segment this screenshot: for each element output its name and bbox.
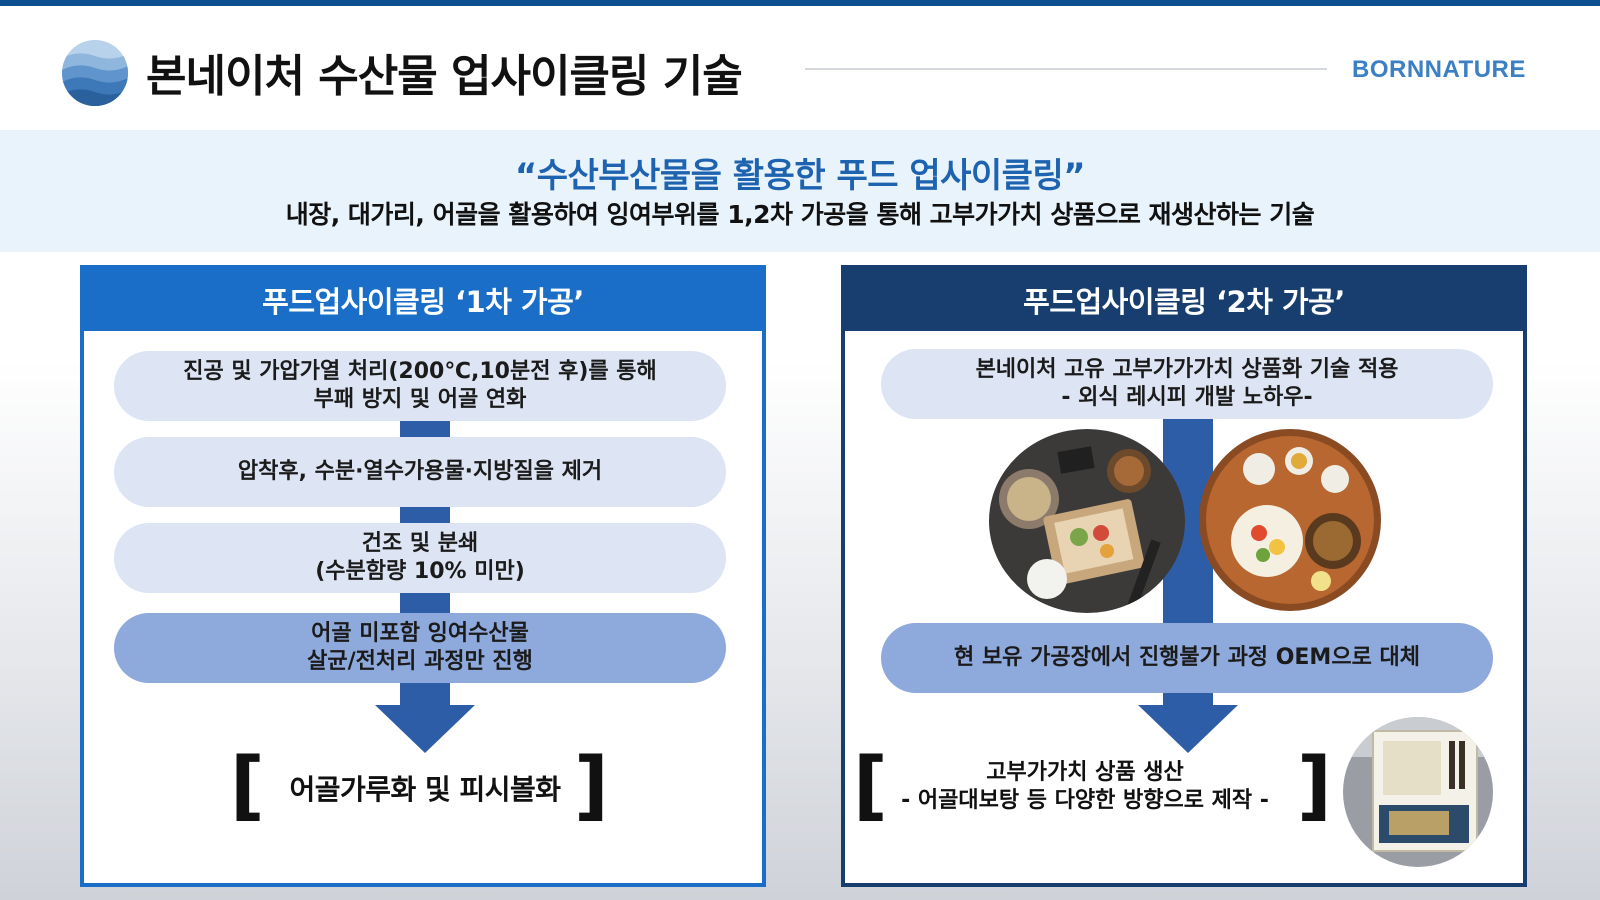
brand-name: BORNNATURE	[1352, 56, 1526, 83]
step-line: 본네이처 고유 고부가가가치 상품화 기술 적용	[975, 357, 1399, 382]
step-line: 살균/전처리 과정만 진행	[307, 649, 533, 674]
bracket-close: ]	[1297, 740, 1332, 829]
banner-subtitle: 내장, 대가리, 어골을 활용하여 잉여부위를 1,2차 가공을 통해 고부가가…	[285, 200, 1315, 229]
product-box-photo	[1343, 717, 1493, 867]
panel-title-first: 푸드업사이클링 ‘1차 가공’	[84, 269, 762, 331]
down-arrow-icon	[375, 705, 475, 753]
first-processing-panel: 푸드업사이클링 ‘1차 가공’ 진공 및 가압가열 처리(200℃,10분전 후…	[80, 265, 766, 887]
process-step-3: 건조 및 분쇄 (수분함량 10% 미만)	[114, 523, 726, 593]
summary-banner	[0, 130, 1600, 252]
step-line: 압착후, 수분·열수가용물·지방질을 제거	[237, 459, 603, 484]
step-line: - 외식 레시피 개발 노하우-	[1061, 385, 1313, 410]
top-accent-line	[0, 0, 1600, 6]
second-processing-result: 고부가가치 상품 생산 - 어골대보탕 등 다양한 방향으로 제작 -	[885, 759, 1285, 815]
step-line: 현 보유 가공장에서 진행불가 과정 OEM으로 대체	[954, 645, 1420, 670]
panel-title-second: 푸드업사이클링 ‘2차 가공’	[845, 269, 1523, 331]
process-step-top: 본네이처 고유 고부가가가치 상품화 기술 적용 - 외식 레시피 개발 노하우…	[881, 349, 1493, 419]
page-title: 본네이처 수산물 업사이클링 기술	[146, 51, 743, 102]
step-line: 건조 및 분쇄	[361, 531, 479, 556]
wave-logo-icon	[62, 40, 128, 106]
process-step-4: 어골 미포함 잉여수산물 살균/전처리 과정만 진행	[114, 613, 726, 683]
bracket-open: [	[853, 740, 888, 829]
process-step-1: 진공 및 가압가열 처리(200℃,10분전 후)를 통해 부패 방지 및 어골…	[114, 351, 726, 421]
process-step-bottom: 현 보유 가공장에서 진행불가 과정 OEM으로 대체	[881, 623, 1493, 693]
first-processing-result: 어골가루화 및 피시볼화	[289, 773, 561, 806]
process-step-2: 압착후, 수분·열수가용물·지방질을 제거	[114, 437, 726, 507]
bracket-open: [	[230, 740, 265, 829]
down-arrow-icon	[1138, 705, 1238, 753]
food-tray-photo	[1199, 429, 1381, 611]
bracket-close: ]	[574, 740, 609, 829]
step-line: 부패 방지 및 어골 연화	[313, 387, 527, 412]
step-line: (수분함량 10% 미만)	[315, 559, 525, 584]
result-line: - 어골대보탕 등 다양한 방향으로 제작 -	[901, 788, 1269, 813]
header-divider	[805, 68, 1327, 70]
second-processing-panel: 푸드업사이클링 ‘2차 가공’ 본네이처 고유 고부가가가치 상품화 기술 적용…	[841, 265, 1527, 887]
banner-quote: “수산부산물을 활용한 푸드 업사이클링”	[514, 156, 1086, 196]
food-bento-photo	[989, 429, 1185, 613]
result-line: 고부가가치 상품 생산	[986, 760, 1184, 785]
step-line: 진공 및 가압가열 처리(200℃,10분전 후)를 통해	[183, 359, 657, 384]
step-line: 어골 미포함 잉여수산물	[311, 621, 529, 646]
